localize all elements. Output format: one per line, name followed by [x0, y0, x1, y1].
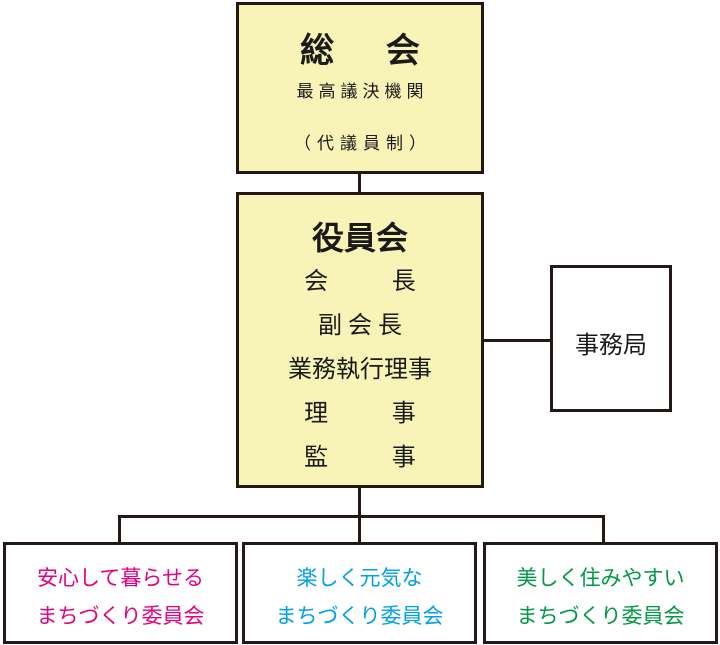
general-assembly-role: 最高議決機関: [296, 82, 429, 102]
board-title: 役員会: [311, 219, 408, 257]
board-member-vice-chair: 副会長: [318, 311, 408, 339]
board-member-executive-director: 業務執行理事: [288, 355, 432, 383]
committee-2-line2: まちづくり委員会: [275, 604, 444, 628]
committee-1-line1: 安心して暮らせる: [37, 566, 204, 590]
board-member-director: 理 事: [304, 399, 444, 427]
board-member-auditor: 監 事: [304, 443, 444, 471]
committee-2-line1: 楽しく元気な: [296, 566, 423, 590]
secretariat-box: 事務局: [550, 265, 672, 412]
connector-horizontal-bar: [118, 515, 605, 518]
committee-box-fun-lively: 楽しく元気な まちづくり委員会: [242, 542, 477, 644]
connector-drop-committee-1: [118, 515, 121, 542]
connector-general-board: [358, 174, 361, 192]
committee-box-safe-living: 安心して暮らせる まちづくり委員会: [3, 542, 238, 644]
connector-board-office: [484, 339, 550, 342]
general-assembly-system: （代議員制）: [294, 134, 432, 154]
board-box: 役員会 会 長 副会長 業務執行理事 理 事 監 事: [236, 192, 484, 488]
committee-3-line1: 美しく住みやすい: [516, 566, 685, 590]
general-assembly-title: 総 会: [300, 31, 440, 71]
connector-board-down: [358, 488, 361, 517]
committee-1-line2: まちづくり委員会: [36, 604, 205, 628]
connector-drop-committee-3: [602, 515, 605, 542]
committee-3-line2: まちづくり委員会: [516, 604, 685, 628]
board-member-chair: 会 長: [304, 267, 444, 295]
committee-box-beautiful-livable: 美しく住みやすい まちづくり委員会: [483, 542, 718, 644]
connector-drop-committee-2: [358, 515, 361, 542]
general-assembly-box: 総 会 最高議決機関 （代議員制）: [236, 2, 484, 174]
secretariat-label: 事務局: [575, 331, 647, 359]
